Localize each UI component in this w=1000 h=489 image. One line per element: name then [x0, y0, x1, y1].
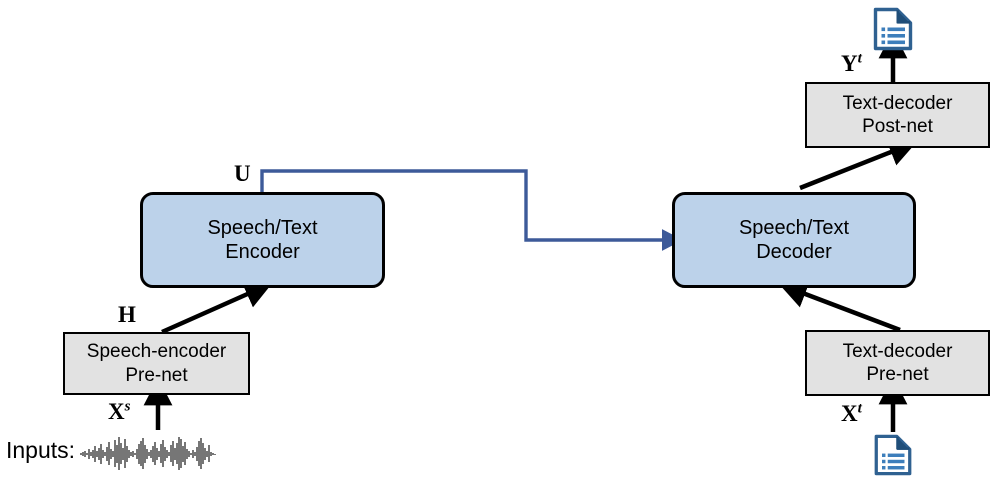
- audio-waveform-icon: [80, 437, 216, 470]
- document-list-lines: [881, 27, 905, 45]
- block-label-line2: Pre-net: [125, 364, 188, 386]
- block-speech-text-encoder[interactable]: Speech/Text Encoder: [140, 192, 385, 288]
- block-speech-encoder-prenet[interactable]: Speech-encoder Pre-net: [63, 332, 250, 395]
- text-document-icon-input: [874, 434, 912, 476]
- label-X-speech-base: X: [108, 399, 125, 424]
- label-Y-text-base: Y: [841, 51, 858, 76]
- block-label-line1: Speech/Text: [207, 216, 318, 239]
- label-U: U: [234, 161, 251, 186]
- label-X-speech-sup: s: [124, 397, 131, 415]
- arrow-textprenet-to-decoder: [778, 280, 901, 333]
- label-X-speech: Xs: [108, 397, 131, 424]
- block-label-line1: Speech/Text: [738, 216, 850, 239]
- block-label-line1: Text-decoder: [842, 92, 953, 114]
- label-Y-text-sup: t: [857, 49, 862, 67]
- arrow-prenet-to-encoder: [161, 281, 273, 335]
- block-label-line2: Post-net: [862, 116, 933, 137]
- document-list-lines: [882, 453, 905, 470]
- block-text-decoder-postnet[interactable]: Text-decoder Post-net: [805, 82, 990, 148]
- block-label-line2: Pre-net: [866, 364, 929, 385]
- block-label-line1: Text-decoder: [842, 340, 953, 362]
- text-document-icon-output: [873, 7, 913, 51]
- block-label-line2: Encoder: [225, 241, 300, 263]
- block-label-line1: Speech-encoder: [86, 341, 227, 363]
- arrow-encoder-to-decoder-blue: [260, 169, 683, 251]
- label-X-text: Xt: [841, 399, 862, 426]
- arrow-decoder-to-postnet: [799, 138, 917, 191]
- label-X-text-base: X: [841, 401, 858, 426]
- block-label-line2: Decoder: [756, 241, 832, 263]
- label-H: H: [118, 302, 136, 327]
- block-speech-text-decoder[interactable]: Speech/Text Decoder: [672, 192, 916, 288]
- inputs-label: Inputs:: [6, 437, 76, 463]
- waveform-bars: [80, 437, 216, 470]
- block-text-decoder-prenet[interactable]: Text-decoder Pre-net: [805, 330, 990, 396]
- label-X-text-sup: t: [857, 399, 862, 417]
- label-Y-text: Yt: [841, 49, 862, 76]
